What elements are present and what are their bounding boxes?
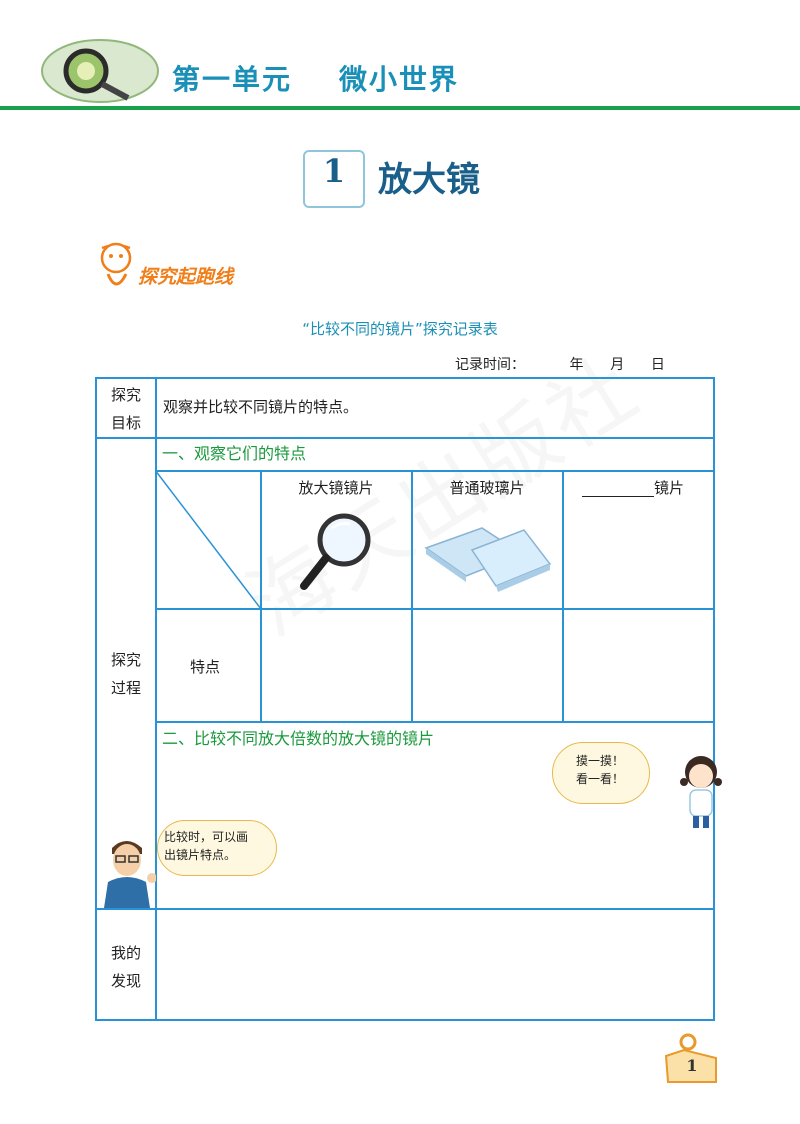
page-number-tag (662, 1032, 720, 1084)
unit-icon-magnifier (40, 38, 160, 104)
characteristics-label: 特点 (190, 658, 221, 676)
mascot-cow-icon (94, 238, 138, 296)
girl-speech-bubble (552, 742, 650, 804)
diagonal-header-line (155, 470, 261, 609)
table-border-right (713, 377, 715, 1021)
col-custom-label: 镜片 (582, 474, 684, 502)
lesson-number-frame (303, 150, 365, 208)
row-divider-images (155, 608, 715, 610)
label-column-divider (155, 377, 157, 1021)
part1-title: 一、观察它们的特点 (162, 444, 307, 463)
process-label: 探究 过程 (110, 651, 141, 697)
goal-text: 观察并比较不同镜片的特点。 (163, 398, 359, 416)
col-custom-suffix: 镜片 (654, 479, 685, 497)
girl-character-icon (676, 752, 726, 830)
row-divider-part1-title (155, 470, 715, 472)
blank-fill-line[interactable] (582, 480, 654, 497)
col-divider-2 (411, 470, 413, 721)
header-divider (0, 106, 800, 110)
part2-title: 二、比较不同放大倍数的放大镜的镜片 (162, 729, 435, 748)
teacher-speech-bubble (157, 820, 277, 876)
girl-speech-text: 摸一摸！ 看一看！ (575, 754, 624, 786)
row-divider-part2 (155, 721, 715, 723)
col-glass-label: 普通玻璃片 (449, 479, 525, 497)
table-border-bottom (95, 1019, 715, 1021)
page-number: 1 (686, 1056, 698, 1075)
glass-plate-icon (422, 520, 554, 592)
table-title: “比较不同的镜片”探究记录表 (302, 320, 498, 338)
col-magnifier-label: 放大镜镜片 (298, 479, 374, 497)
section-label: 探究起跑线 (138, 266, 234, 288)
table-border-top (95, 377, 715, 379)
magnifier-icon (296, 508, 382, 596)
teacher-speech-text: 比较时，可以画 出镜片特点。 (164, 830, 249, 862)
goal-label: 探究 目标 (110, 386, 141, 432)
row-divider-goal (95, 437, 715, 439)
row-divider-findings (95, 908, 715, 910)
findings-label: 我的 发现 (110, 944, 141, 990)
col-divider-3 (562, 470, 564, 721)
teacher-character-icon (98, 832, 157, 908)
lesson-title: 放大镜 (378, 160, 480, 200)
col-divider-1 (260, 470, 262, 721)
table-border-left (95, 377, 97, 1021)
unit-title: 第一单元 微小世界 (172, 63, 459, 96)
lesson-number: 1 (322, 152, 346, 190)
record-time: 记录时间： 年 月 日 (455, 357, 665, 373)
